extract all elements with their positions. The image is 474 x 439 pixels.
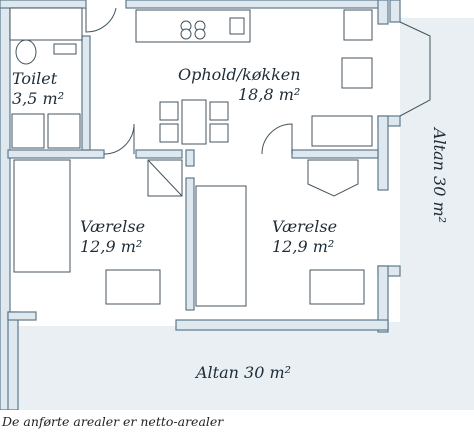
bedroom-left-name: Værelse <box>80 217 145 236</box>
armchair-icon <box>341 57 373 89</box>
chair-icon <box>209 101 229 121</box>
storage-shelves <box>9 7 83 41</box>
toilet-area: 3,5 m² <box>12 89 64 108</box>
balcony-areas <box>18 18 474 410</box>
toilet-icon <box>15 39 37 65</box>
living-area: 18,8 m² <box>238 85 300 104</box>
washer-icon <box>11 113 45 149</box>
floor-plan: Toilet 3,5 m² Ophold/køkken 18,8 m² Være… <box>0 0 474 410</box>
area-footnote: De anførte arealer er netto-arealer <box>2 414 224 429</box>
chair-icon <box>209 123 229 143</box>
chair-icon <box>159 101 179 121</box>
sink-icon <box>229 17 245 35</box>
balcony-bottom-label: Altan 30 m² <box>194 363 291 382</box>
bed-right <box>195 185 247 307</box>
desk-right <box>309 269 365 305</box>
bedroom-right-name: Værelse <box>272 217 337 236</box>
chair-icon <box>159 123 179 143</box>
wardrobe-right <box>307 159 359 197</box>
washbasin-icon <box>53 43 77 55</box>
dining-table <box>181 99 207 145</box>
sofa-icon <box>311 115 373 147</box>
furniture <box>9 7 373 307</box>
hob-icon <box>194 28 206 40</box>
desk-left <box>105 269 161 305</box>
toilet-name: Toilet <box>12 69 58 88</box>
living-name: Ophold/køkken <box>178 65 301 84</box>
wardrobe-left <box>147 159 183 197</box>
door-swings <box>85 7 431 155</box>
dryer-icon <box>47 113 81 149</box>
balcony-side-label: Altan 30 m² <box>430 126 449 223</box>
bed-left <box>13 159 71 273</box>
hob-icon <box>180 28 192 40</box>
exterior-walls <box>0 0 401 410</box>
interior-walls <box>7 35 379 311</box>
bedroom-left-area: 12,9 m² <box>80 237 142 256</box>
fridge-icon <box>343 9 373 41</box>
bedroom-right-area: 12,9 m² <box>272 237 334 256</box>
